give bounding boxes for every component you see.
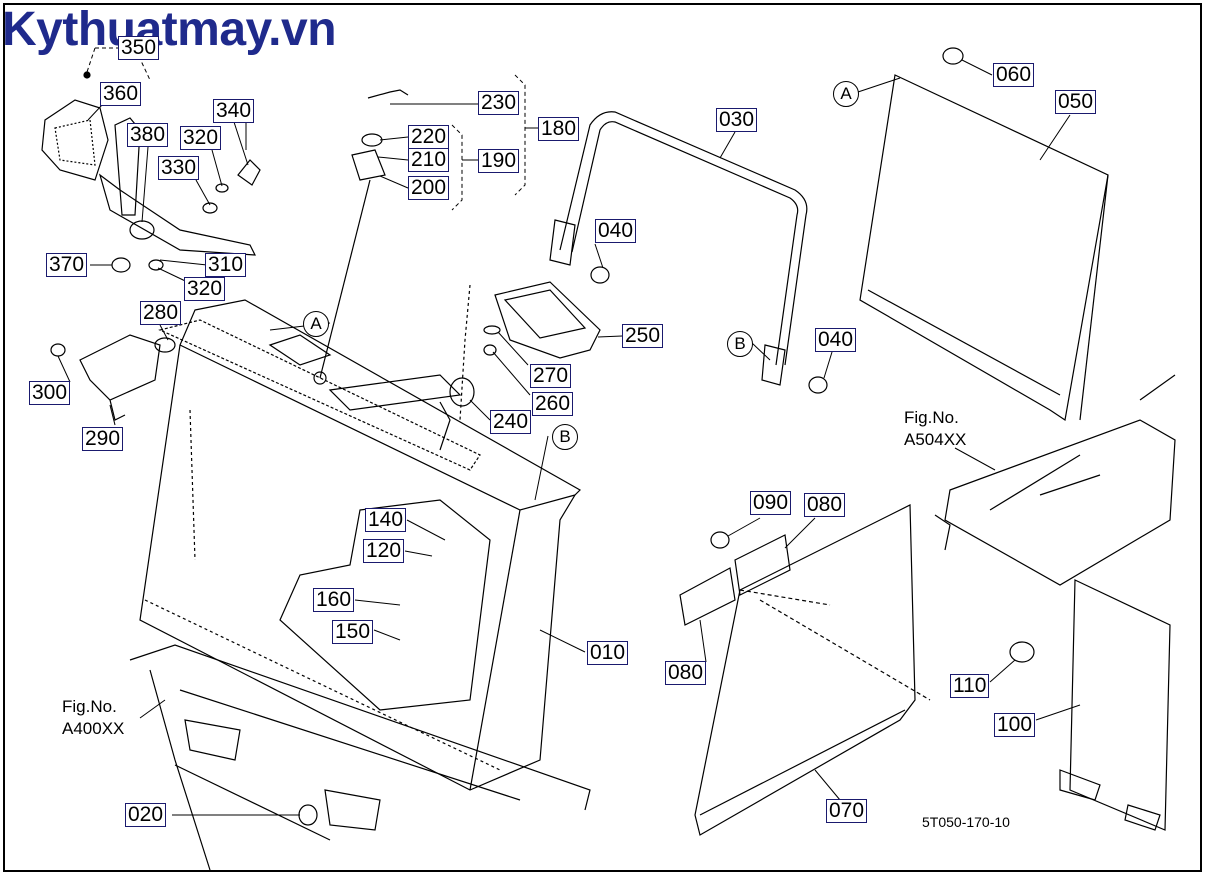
part-label-040[interactable]: 040 bbox=[595, 219, 637, 243]
part-label-100[interactable]: 100 bbox=[994, 713, 1036, 737]
connector-a-panel: A bbox=[303, 311, 329, 337]
fig-ref-label-a504: Fig.No. bbox=[904, 408, 959, 427]
part-label-250[interactable]: 250 bbox=[622, 324, 664, 348]
part-label-070[interactable]: 070 bbox=[826, 799, 868, 823]
side-panel bbox=[679, 504, 931, 836]
fig-ref-code-a504: A504XX bbox=[904, 430, 967, 449]
part-label-110[interactable]: 110 bbox=[950, 674, 990, 698]
key-switch bbox=[319, 89, 409, 379]
cover-panel bbox=[859, 47, 1109, 422]
part-label-260[interactable]: 260 bbox=[532, 392, 574, 416]
part-label-200[interactable]: 200 bbox=[408, 176, 450, 200]
fig-ref-label-a400: Fig.No. bbox=[62, 697, 117, 716]
connector-a-cover: A bbox=[833, 81, 859, 107]
part-label-370[interactable]: 370 bbox=[46, 253, 88, 277]
part-label-240[interactable]: 240 bbox=[490, 410, 532, 434]
part-label-320-lower[interactable]: 320 bbox=[184, 277, 226, 301]
part-label-030[interactable]: 030 bbox=[716, 108, 758, 132]
part-label-020[interactable]: 020 bbox=[125, 803, 167, 827]
part-label-080[interactable]: 080 bbox=[804, 493, 846, 517]
fig-ref-code-a400: A400XX bbox=[62, 719, 125, 738]
part-label-160[interactable]: 160 bbox=[313, 588, 355, 612]
connector-b-handle: B bbox=[727, 331, 753, 357]
frame-bracket bbox=[934, 374, 1176, 831]
part-label-120[interactable]: 120 bbox=[363, 539, 405, 563]
part-label-140[interactable]: 140 bbox=[365, 508, 407, 532]
tool-box-lid bbox=[439, 281, 601, 451]
part-label-060[interactable]: 060 bbox=[993, 63, 1035, 87]
part-label-340[interactable]: 340 bbox=[213, 99, 255, 123]
part-label-300[interactable]: 300 bbox=[29, 381, 71, 405]
part-label-180[interactable]: 180 bbox=[538, 117, 580, 141]
part-label-230[interactable]: 230 bbox=[478, 91, 520, 115]
connector-b-panel: B bbox=[552, 424, 578, 450]
part-label-350[interactable]: 350 bbox=[118, 36, 160, 60]
part-label-150[interactable]: 150 bbox=[332, 620, 374, 644]
part-label-380[interactable]: 380 bbox=[127, 123, 169, 147]
part-label-090[interactable]: 090 bbox=[750, 491, 792, 515]
main-panel bbox=[139, 299, 581, 791]
part-label-330[interactable]: 330 bbox=[158, 156, 200, 180]
handle-bar bbox=[549, 111, 828, 394]
work-light bbox=[41, 71, 261, 273]
lower-frame bbox=[129, 644, 591, 871]
part-label-210[interactable]: 210 bbox=[408, 148, 450, 172]
site-watermark: Kythuatmay.vn bbox=[2, 3, 337, 56]
drawing-code: 5T050-170-10 bbox=[922, 814, 1010, 830]
part-label-040-lower[interactable]: 040 bbox=[815, 328, 857, 352]
part-label-310[interactable]: 310 bbox=[205, 253, 247, 277]
diagram-border bbox=[3, 3, 1202, 872]
part-label-220[interactable]: 220 bbox=[408, 125, 450, 149]
part-label-190[interactable]: 190 bbox=[478, 149, 520, 173]
part-label-360[interactable]: 360 bbox=[100, 82, 142, 106]
part-label-320[interactable]: 320 bbox=[180, 126, 222, 150]
part-label-270[interactable]: 270 bbox=[530, 364, 572, 388]
bracket bbox=[50, 334, 176, 421]
part-label-290[interactable]: 290 bbox=[82, 427, 124, 451]
leader-lines bbox=[57, 47, 1081, 816]
part-label-050[interactable]: 050 bbox=[1055, 90, 1097, 114]
part-label-010[interactable]: 010 bbox=[587, 641, 629, 665]
part-label-080-lower[interactable]: 080 bbox=[665, 661, 707, 685]
part-label-280[interactable]: 280 bbox=[140, 301, 182, 325]
